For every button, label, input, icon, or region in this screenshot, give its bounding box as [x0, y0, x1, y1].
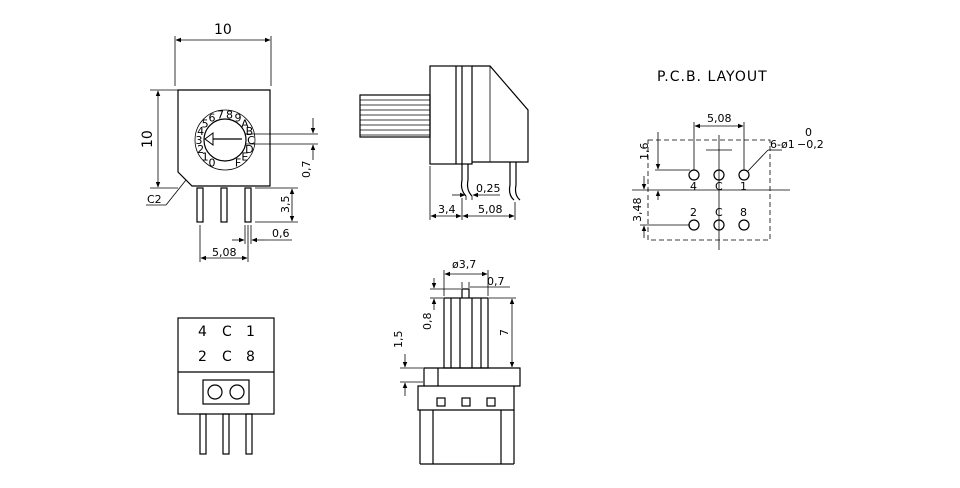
code-row1-b: C — [222, 324, 232, 340]
pcb-top-label-1: 4 — [690, 180, 697, 193]
side-dim-right: 5,08 — [478, 203, 503, 216]
dial-label: 9 — [235, 112, 242, 125]
top-view: 4 C 1 2 C 8 — [177, 317, 275, 455]
pcb-tol-minus: −0,2 — [797, 138, 824, 151]
code-row2-b: C — [222, 349, 232, 365]
section-step-height: 1,5 — [392, 331, 405, 349]
pcb-top-label-2: C — [715, 180, 723, 193]
pcb-offset: 1,6 — [638, 143, 651, 161]
dial-label: 7 — [217, 108, 224, 121]
pcb-row-spacing: 3,48 — [631, 198, 644, 223]
pcb-layout: P.C.B. LAYOUT 4 C 1 2 C 8 5,08 6-ø1 0 −0… — [631, 69, 824, 250]
pcb-tol-plus: 0 — [805, 126, 812, 139]
width-dim-label: 10 — [214, 22, 232, 38]
dial-label: A — [241, 117, 249, 130]
dial-label: 8 — [226, 108, 233, 121]
dial-label: 5 — [202, 117, 209, 130]
dial-label: C — [247, 134, 255, 147]
shaft-dim-label: 0,7 — [300, 161, 313, 179]
section-shaft-length: 7 — [498, 329, 511, 336]
dial-label: 3 — [196, 134, 203, 147]
dial-label: 4 — [197, 125, 204, 138]
pcb-pitch: 5,08 — [707, 112, 732, 125]
code-row1-c: 1 — [246, 324, 255, 340]
section-slot-depth: 0,8 — [421, 313, 434, 331]
dial-label: 1 — [202, 151, 209, 164]
pin-thickness-label: 0,6 — [272, 227, 290, 240]
code-row2-c: 8 — [246, 349, 255, 365]
side-view: 3,4 5,08 0,25 — [359, 65, 529, 220]
dial-label: 6 — [209, 112, 216, 125]
pcb-title: P.C.B. LAYOUT — [657, 69, 768, 85]
dial-label: B — [246, 125, 254, 138]
pin-pitch-label: 5,08 — [212, 246, 237, 259]
section-slot-width: 0,7 — [487, 275, 505, 288]
pcb-top-label-3: 1 — [740, 180, 747, 193]
side-dim-left: 3,4 — [438, 203, 456, 216]
section-diameter: ø3,7 — [452, 258, 476, 271]
pcb-bottom-label-2: C — [715, 206, 723, 219]
pin-height-label: 3,5 — [279, 196, 292, 214]
code-row1-a: 4 — [198, 324, 207, 340]
height-dim-label: 10 — [140, 130, 156, 148]
dial-label: D — [245, 143, 253, 156]
dial-label: 2 — [197, 143, 204, 156]
pcb-bottom-label-1: 2 — [690, 206, 697, 219]
chamfer-label: C2 — [147, 193, 162, 206]
section-view: ø3,7 0,7 0,8 7 1,5 — [392, 258, 521, 465]
code-row2-a: 2 — [198, 349, 207, 365]
side-dim-gap: 0,25 — [476, 182, 501, 195]
dial-label: 0 — [209, 157, 216, 170]
pcb-hole-spec: 6-ø1 — [770, 138, 795, 151]
dial-label: E — [241, 151, 248, 164]
pcb-bottom-label-3: 8 — [740, 206, 747, 219]
dial-label: F — [235, 157, 241, 170]
